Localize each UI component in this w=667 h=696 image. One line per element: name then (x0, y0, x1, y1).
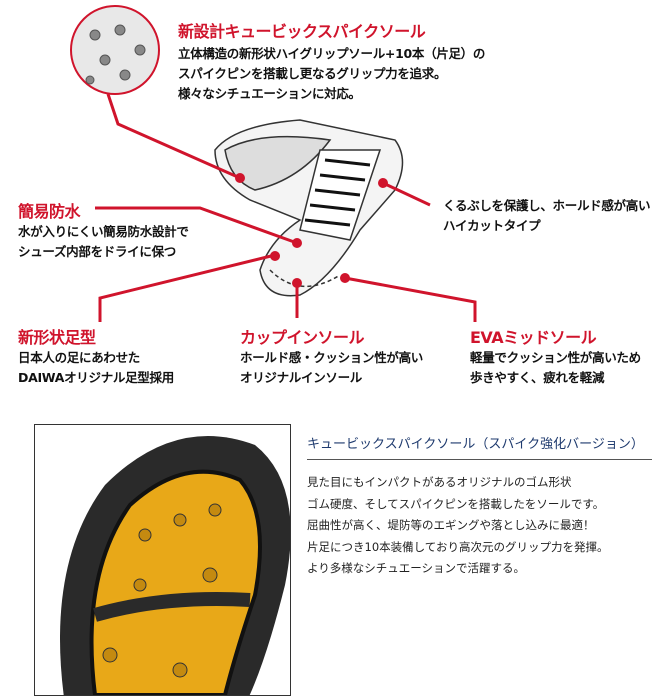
section-line: 片足につき10本装備しており高次元のグリップ力を発揮。 (307, 539, 609, 554)
sole-photo (34, 424, 291, 696)
section-title-text: キュービックスパイクソール（スパイク強化バージョン） (307, 437, 644, 452)
feature-line: 立体構造の新形状ハイグリップソール+10本（片足）の (178, 46, 486, 61)
feature-line: 水が入りにくい簡易防水設計で (18, 224, 189, 239)
section-line: より多様なシチュエーションで活躍する。 (307, 561, 526, 575)
feature-title: カップインソール (240, 328, 365, 347)
feature-line: シューズ内部をドライに保つ (18, 244, 176, 259)
feature-high-cut: くるぶしを保護し、ホールド感が高い ハイカットタイプ (443, 196, 650, 236)
feature-midsole: EVAミッドソール 軽量でクッション性が高いため 歩きやすく、疲れを軽減 (470, 324, 641, 388)
feature-line: オリジナルインソール (240, 370, 363, 385)
shoe-illustration (214, 119, 404, 297)
shoe-diagram (70, 5, 477, 322)
feature-line: 軽量でクッション性が高いため (470, 350, 641, 365)
section-line: 屈曲性が高く、堤防等のエギングや落とし込みに最適！ (307, 518, 595, 532)
feature-line: DAIWAオリジナル足型採用 (18, 370, 174, 385)
feature-title: 新形状足型 (18, 328, 96, 347)
connector-lines (95, 93, 477, 322)
feature-waterproof: 簡易防水 水が入りにくい簡易防水設計で シューズ内部をドライに保つ (18, 198, 189, 262)
feature-line: ハイカットタイプ (443, 218, 541, 233)
feature-line: 歩きやすく、疲れを軽減 (470, 370, 605, 385)
feature-spike-sole: 新設計キュービックスパイクソール 立体構造の新形状ハイグリップソール+10本（片… (178, 18, 485, 104)
feature-dots (235, 173, 388, 288)
feature-line: くるぶしを保護し、ホールド感が高い (443, 198, 651, 213)
feature-last: 新形状足型 日本人の足にあわせた DAIWAオリジナル足型採用 (18, 324, 174, 388)
feature-line: 日本人の足にあわせた (18, 350, 141, 365)
section-body: 見た目にもインパクトがあるオリジナルのゴム形状 ゴム硬度、そしてスパイクピンを搭… (307, 472, 608, 580)
feature-line: ホールド感・クッション性が高い (240, 350, 424, 365)
sole-closeup-circle (70, 5, 160, 95)
section-line: 見た目にもインパクトがあるオリジナルのゴム形状 (307, 475, 572, 489)
feature-line: 様々なシチュエーションに対応。 (178, 86, 361, 101)
feature-insole: カップインソール ホールド感・クッション性が高い オリジナルインソール (240, 324, 423, 388)
feature-line: スパイクピンを搭載し更なるグリップ力を追求。 (178, 66, 447, 81)
feature-title: EVAミッドソール (470, 328, 597, 347)
feature-title: 新設計キュービックスパイクソール (178, 22, 426, 41)
section-title: キュービックスパイクソール（スパイク強化バージョン） (307, 433, 644, 452)
feature-title: 簡易防水 (18, 202, 81, 221)
section-line: ゴム硬度、そしてスパイクピンを搭載したをソールです。 (307, 496, 605, 511)
section-divider (307, 459, 652, 460)
